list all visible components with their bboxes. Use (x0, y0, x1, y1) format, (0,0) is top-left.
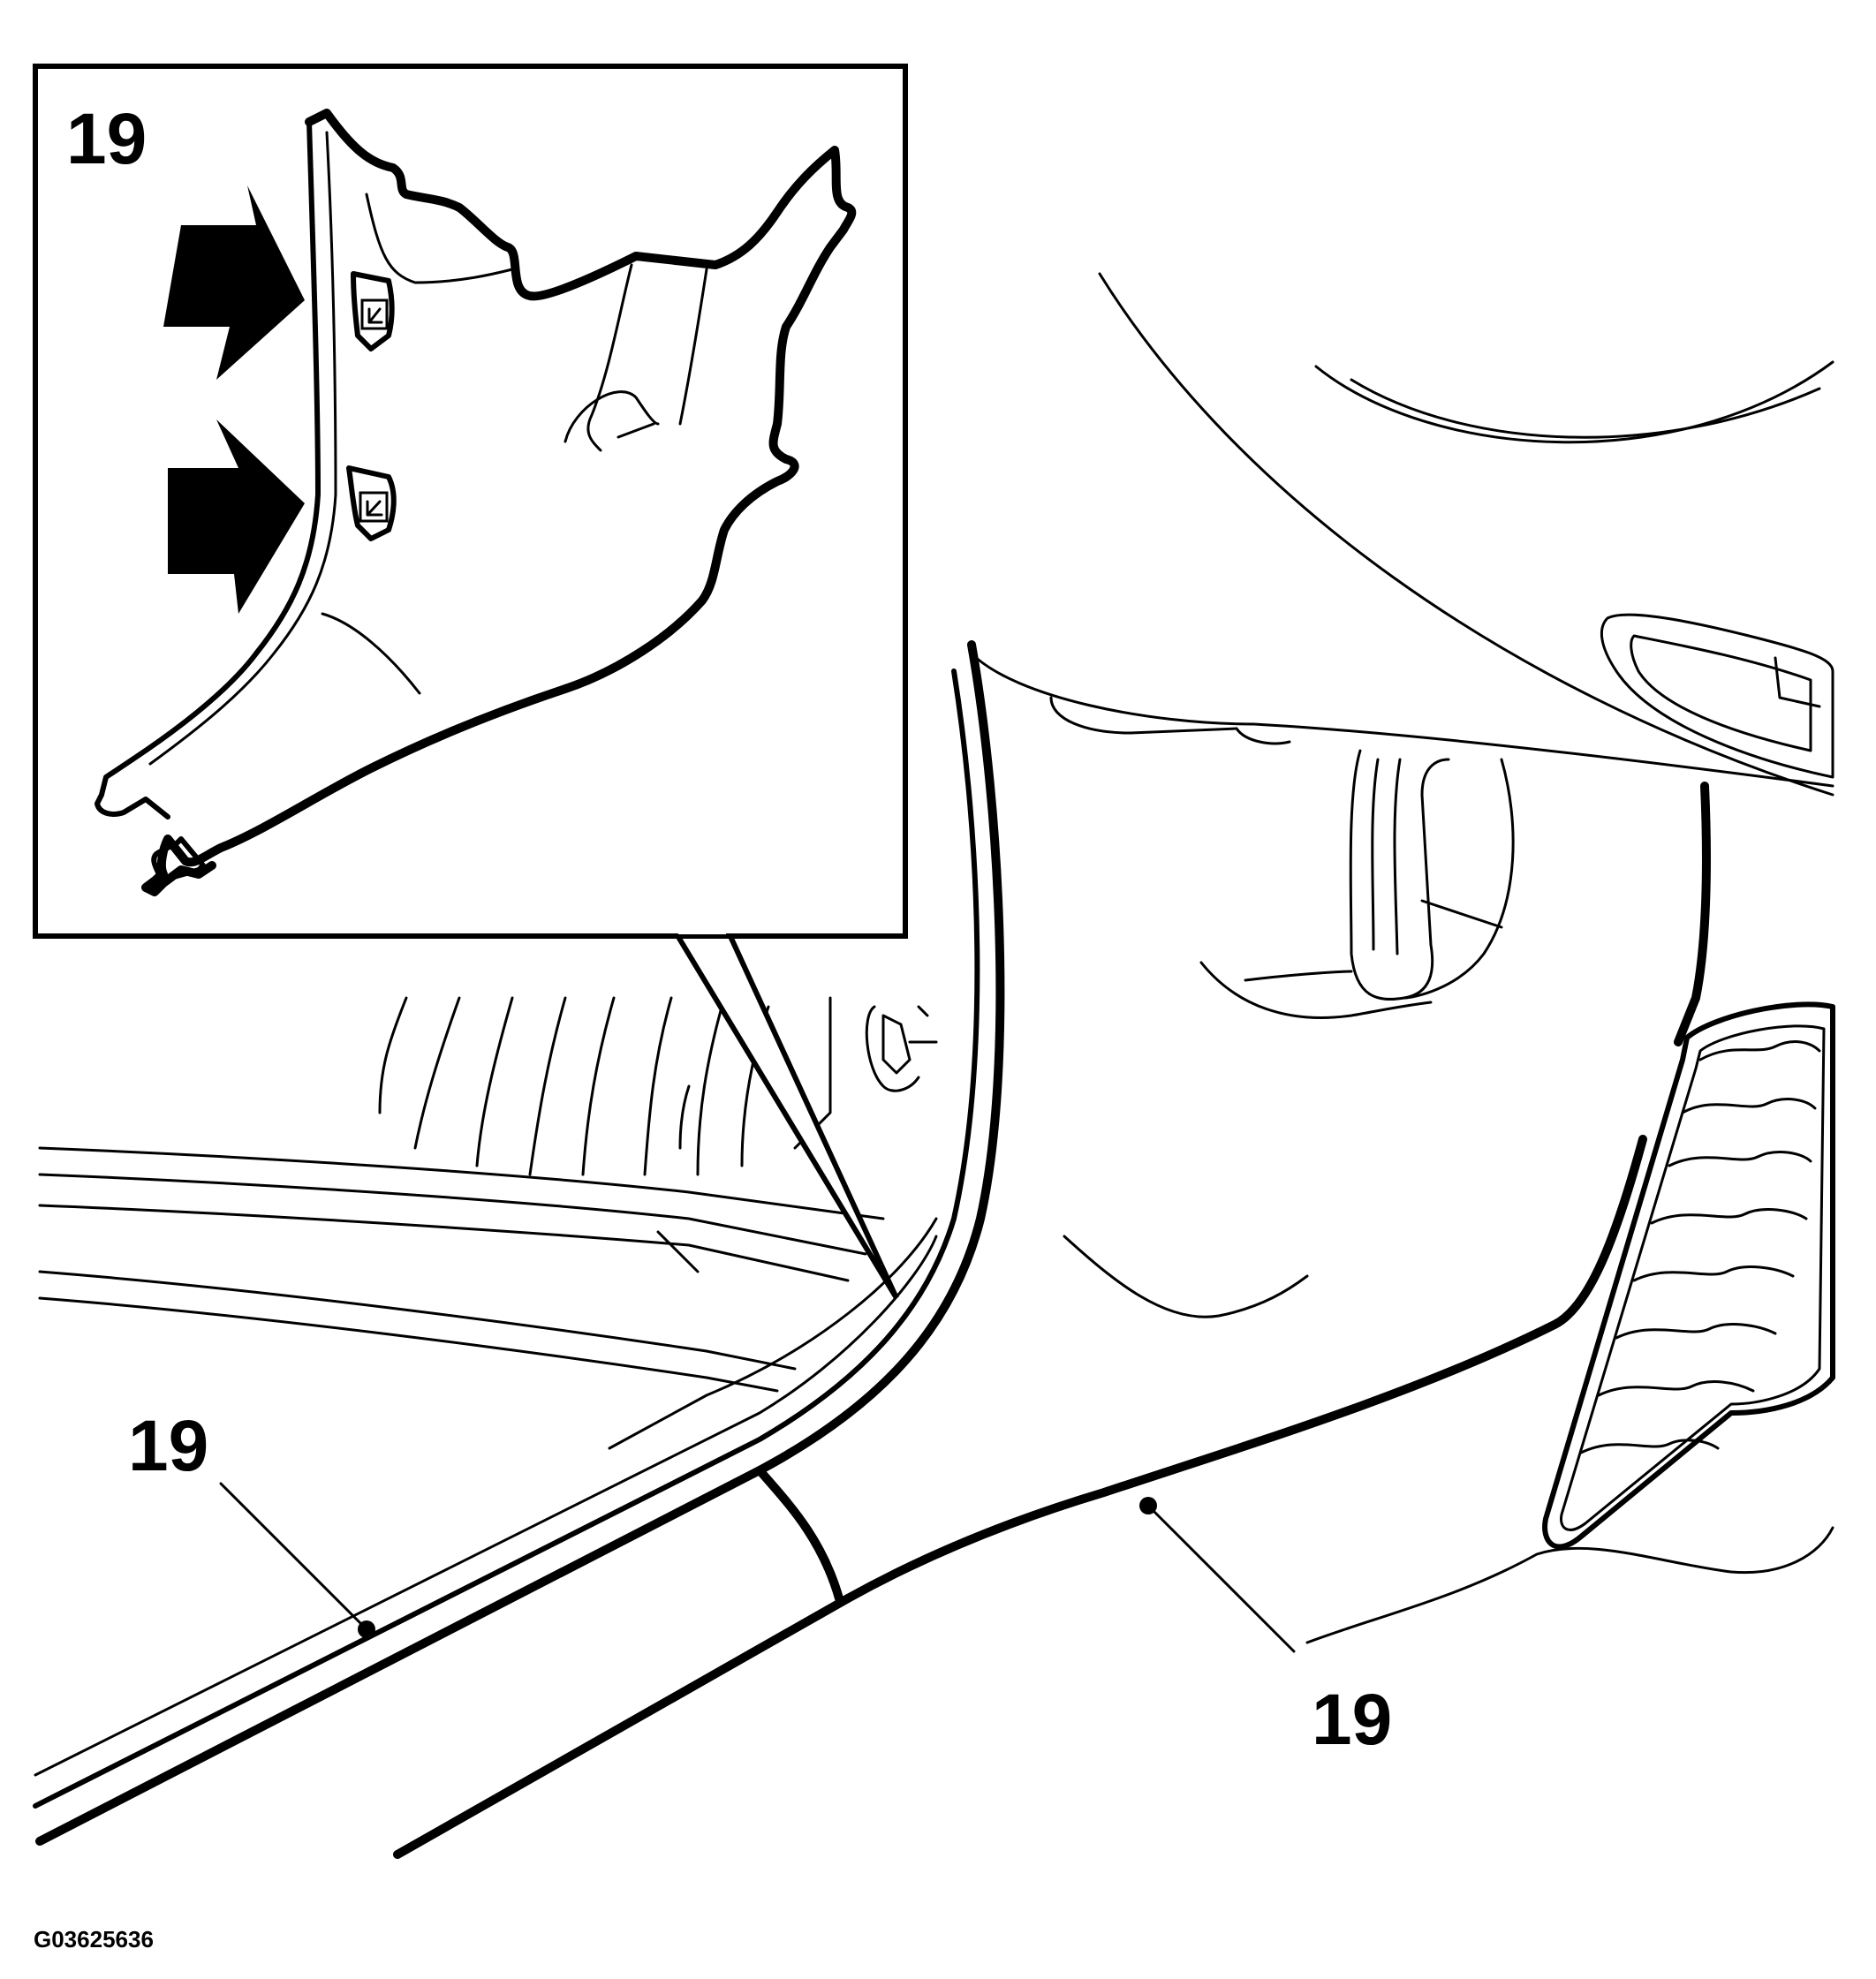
scene-dash-clip-2 (1235, 727, 1291, 745)
scene-vent-outer (1600, 613, 1834, 779)
trim-panel-ridge-2 (586, 263, 633, 452)
inset-pointer (673, 931, 899, 1300)
door-sill-line-2 (38, 1173, 867, 1256)
pedal-outline (1542, 1001, 1835, 1550)
sill-joint (755, 1466, 843, 1603)
inset-frame (33, 64, 908, 939)
clip-icon (346, 465, 397, 541)
scene-curve-upper-arc (1098, 272, 1834, 797)
trim-panel-ridge-1 (365, 193, 514, 284)
sill-cowl-edge (1674, 782, 1711, 1046)
door-sill-line-5 (38, 1296, 779, 1393)
leader-dot-right (1139, 1497, 1157, 1514)
trim-panel-ridge-3 (678, 268, 708, 426)
detail-inset (33, 64, 908, 1300)
arrow-right-icon (168, 419, 305, 614)
scene-vent-detail (1774, 656, 1821, 708)
clip-icon (351, 271, 395, 351)
inset-part-number: 19 (66, 99, 147, 179)
callout-label-right: 19 (1312, 1680, 1392, 1760)
trim-panel-left-edge (130, 119, 321, 762)
pedal-inner-outline (1559, 1024, 1826, 1531)
trim-panel-notch (145, 836, 206, 893)
scene-pedal-cross (1420, 899, 1503, 929)
vehicle-interior-scene (33, 272, 1835, 1859)
arrow-right-icon (163, 185, 305, 380)
figure-code: G03625636 (34, 1926, 154, 1953)
leader-line-right (1146, 1504, 1296, 1653)
scene-curve-wheel-arch-inner (1350, 378, 1821, 439)
scene-pedal-bracket (1403, 758, 1515, 1000)
pedal-ribs (1579, 1040, 1821, 1454)
scene-pedal-arm-outer (1349, 749, 1450, 1001)
pillar-trim-edge (35, 640, 1005, 1846)
accelerator-pedal (1542, 1001, 1835, 1550)
pillar-bolt (865, 1005, 938, 1092)
trim-panel-left-inner (148, 131, 337, 766)
scene-curve-wheel-arch (1314, 360, 1834, 444)
trim-panel-ridge-4 (564, 390, 660, 443)
door-sill-line-4 (38, 1270, 797, 1371)
trim-panel-ridge-5 (617, 422, 655, 439)
scene-dash-clip (1049, 696, 1238, 735)
sill-front-edge-upper (843, 1135, 1647, 1603)
sill-front-edge (393, 1594, 852, 1859)
trim-panel-curve (321, 612, 421, 695)
scene-kick-curve (1063, 1235, 1309, 1318)
door-sill-step (656, 1230, 700, 1273)
door-panel-ribs (378, 996, 832, 1176)
door-sill-line-3 (38, 1204, 850, 1282)
scene-floor-right (1305, 1526, 1834, 1644)
door-sill-line-1 (38, 1146, 885, 1220)
pillar-inner-3 (608, 1217, 938, 1450)
pillar-inner-2 (34, 1235, 938, 1777)
scene-pedal-arm-inner-2 (1393, 758, 1402, 956)
scene-dash-underside (970, 652, 1834, 788)
leader-line-left (219, 1482, 368, 1631)
leader-dot-left (358, 1620, 375, 1638)
scene-floor-curve (1199, 961, 1433, 1019)
pillar-inner-1 (33, 668, 980, 1809)
trim-panel-outline (141, 109, 857, 896)
scene-vent-inner (1630, 634, 1812, 752)
trim-panel-tab (95, 757, 170, 820)
scene-pedal-arm-inner (1371, 758, 1380, 951)
scene-pedal-cross-2 (1244, 970, 1353, 982)
callout-label-left: 19 (128, 1406, 208, 1486)
